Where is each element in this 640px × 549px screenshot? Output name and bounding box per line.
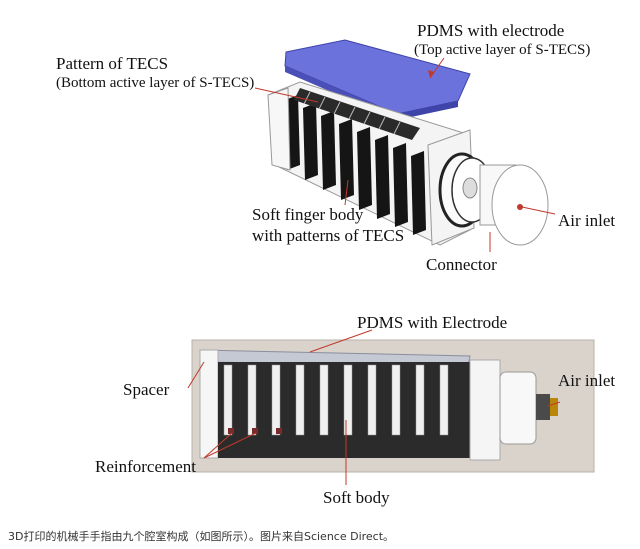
photo-background bbox=[192, 340, 594, 472]
spacer-label: Spacer bbox=[123, 380, 170, 399]
pattern-title-label: Pattern of TECS bbox=[56, 54, 169, 73]
soft-body bbox=[218, 362, 480, 458]
photo-connector bbox=[499, 371, 537, 445]
left-endcap bbox=[267, 87, 291, 171]
finger-line2-label: with patterns of TECS bbox=[252, 226, 405, 245]
air-inlet-bottom-label: Air inlet bbox=[558, 371, 616, 390]
photo-fins bbox=[223, 364, 449, 436]
reinforcement bbox=[228, 428, 282, 434]
pdms-film bbox=[199, 349, 471, 367]
spacer bbox=[199, 349, 219, 459]
figure-caption: 3D打印的机械手手指由九个腔室构成（如图所示）。图片来自Science Dire… bbox=[8, 530, 395, 543]
soft-body-label: Soft body bbox=[323, 488, 390, 507]
reinforcement-label: Reinforcement bbox=[95, 457, 197, 476]
pdms-sub-label: (Top active layer of S-TECS) bbox=[414, 42, 591, 58]
photo-endblock bbox=[469, 359, 501, 461]
pdms-title-label: PDMS with electrode bbox=[417, 21, 565, 40]
finger-line1-label: Soft finger body bbox=[252, 205, 364, 224]
air-inlet-top-label: Air inlet bbox=[558, 211, 616, 230]
pdms-electrode-label: PDMS with Electrode bbox=[357, 313, 508, 332]
chamber-fins bbox=[285, 95, 426, 235]
finger-3d-diagram bbox=[254, 39, 556, 252]
connector-label: Connector bbox=[426, 255, 497, 274]
pattern-sub-label: (Bottom active layer of S-TECS) bbox=[56, 75, 255, 91]
